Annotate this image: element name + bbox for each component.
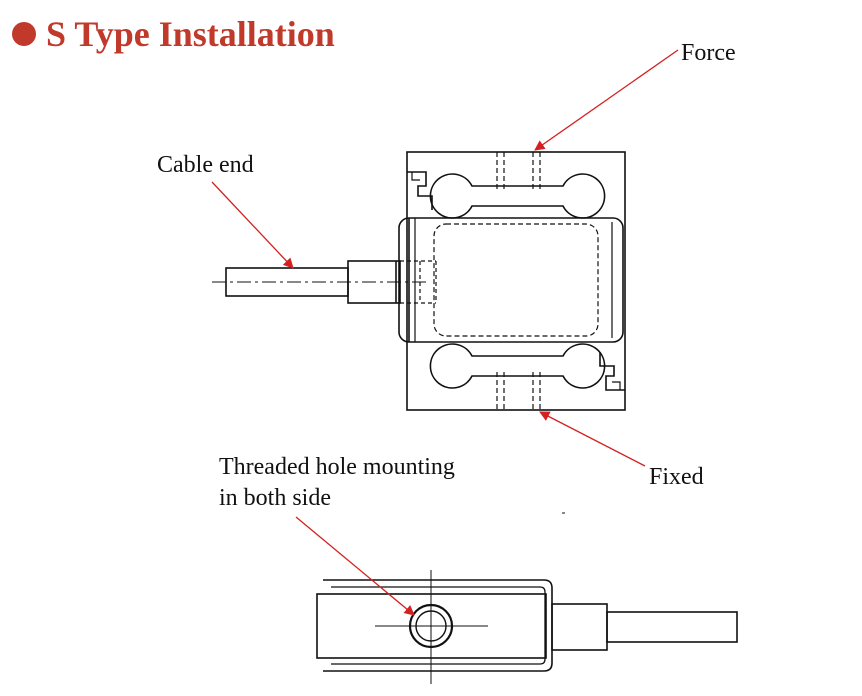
load-cell-front-view bbox=[212, 151, 626, 411]
cover-plate bbox=[398, 217, 624, 343]
top-left-notch bbox=[407, 171, 433, 210]
bottom-right-notch bbox=[599, 352, 625, 391]
load-cell-body bbox=[406, 151, 626, 411]
bottom-bending-slot bbox=[429, 343, 606, 389]
bullet-icon bbox=[12, 22, 36, 46]
leader-arrows bbox=[211, 49, 679, 616]
label-threaded-line2: in both side bbox=[219, 485, 331, 511]
cable-end-arrow bbox=[211, 181, 294, 269]
threaded-hole-arrow bbox=[295, 516, 415, 616]
side-cable-gland bbox=[551, 603, 608, 651]
label-fixed: Fixed bbox=[649, 464, 704, 490]
force-arrow bbox=[534, 49, 679, 151]
page-title: S Type Installation bbox=[12, 12, 335, 56]
top-bending-slot bbox=[429, 173, 606, 219]
label-threaded-line1: Threaded hole mounting bbox=[219, 454, 455, 480]
side-cable bbox=[606, 611, 738, 643]
load-cell-side-view bbox=[316, 570, 738, 684]
label-cable-end: Cable end bbox=[157, 152, 254, 178]
inner-pocket bbox=[433, 223, 599, 337]
page-title-text: S Type Installation bbox=[46, 14, 335, 54]
label-force: Force bbox=[681, 40, 736, 66]
fixed-arrow bbox=[539, 411, 646, 467]
bottom-threaded-hole bbox=[496, 372, 541, 410]
